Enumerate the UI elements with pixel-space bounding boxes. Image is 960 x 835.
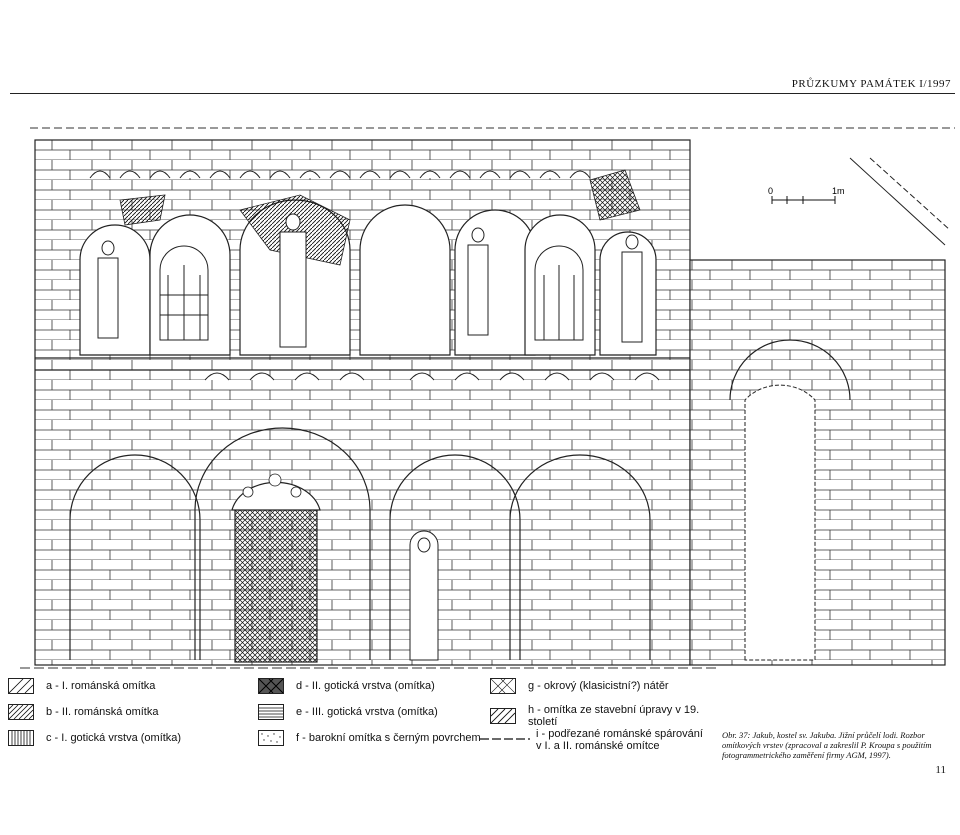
legend-item-i: i - podřezané románské spárování v I. a … bbox=[480, 728, 711, 752]
header-rule bbox=[10, 93, 955, 94]
legend: a - I. románská omítka b - II. románská … bbox=[8, 678, 708, 768]
facade-elevation-drawing bbox=[20, 127, 955, 669]
swatch-dash-line-icon bbox=[480, 738, 530, 740]
legend-item-g: g - okrový (klasicistní?) nátěr bbox=[490, 678, 669, 694]
legend-label: b - II. románská omítka bbox=[46, 706, 159, 718]
legend-item-d: d - II. gotická vrstva (omítka) bbox=[258, 678, 435, 694]
swatch-diag-sparse-icon bbox=[8, 678, 34, 694]
page-number: 11 bbox=[935, 764, 946, 776]
swatch-dots-icon bbox=[258, 730, 284, 746]
legend-label: f - barokní omítka s černým povrchem bbox=[296, 732, 481, 744]
swatch-crosshatch-icon bbox=[258, 678, 284, 694]
swatch-diag-alt-icon bbox=[490, 708, 516, 724]
scale-label-end: 1m bbox=[832, 186, 845, 196]
legend-label: i - podřezané románské spárování v I. a … bbox=[536, 728, 703, 752]
legend-label: h - omítka ze stavební úpravy v 19. stol… bbox=[528, 704, 700, 728]
legend-label: e - III. gotická vrstva (omítka) bbox=[296, 706, 438, 718]
figure-caption: Obr. 37: Jakub, kostel sv. Jakuba. Jižní… bbox=[722, 730, 932, 760]
scale-label-start: 0 bbox=[768, 186, 773, 196]
swatch-horizontal-icon bbox=[258, 704, 284, 720]
legend-item-f: f - barokní omítka s černým povrchem bbox=[258, 730, 481, 746]
legend-label: d - II. gotická vrstva (omítka) bbox=[296, 680, 435, 692]
swatch-grid-dot-icon bbox=[490, 678, 516, 694]
journal-header: PRŮZKUMY PAMÁTEK I/1997 bbox=[791, 78, 951, 90]
legend-label: c - I. gotická vrstva (omítka) bbox=[46, 732, 182, 744]
legend-item-a: a - I. románská omítka bbox=[8, 678, 155, 694]
legend-item-b: b - II. románská omítka bbox=[8, 704, 158, 720]
legend-item-e: e - III. gotická vrstva (omítka) bbox=[258, 704, 438, 720]
legend-label: g - okrový (klasicistní?) nátěr bbox=[528, 680, 669, 692]
legend-item-c: c - I. gotická vrstva (omítka) bbox=[8, 730, 181, 746]
swatch-vertical-icon bbox=[8, 730, 34, 746]
legend-item-h: h - omítka ze stavební úpravy v 19. stol… bbox=[490, 704, 708, 728]
swatch-diag-dense-icon bbox=[8, 704, 34, 720]
legend-label: a - I. románská omítka bbox=[46, 680, 156, 692]
